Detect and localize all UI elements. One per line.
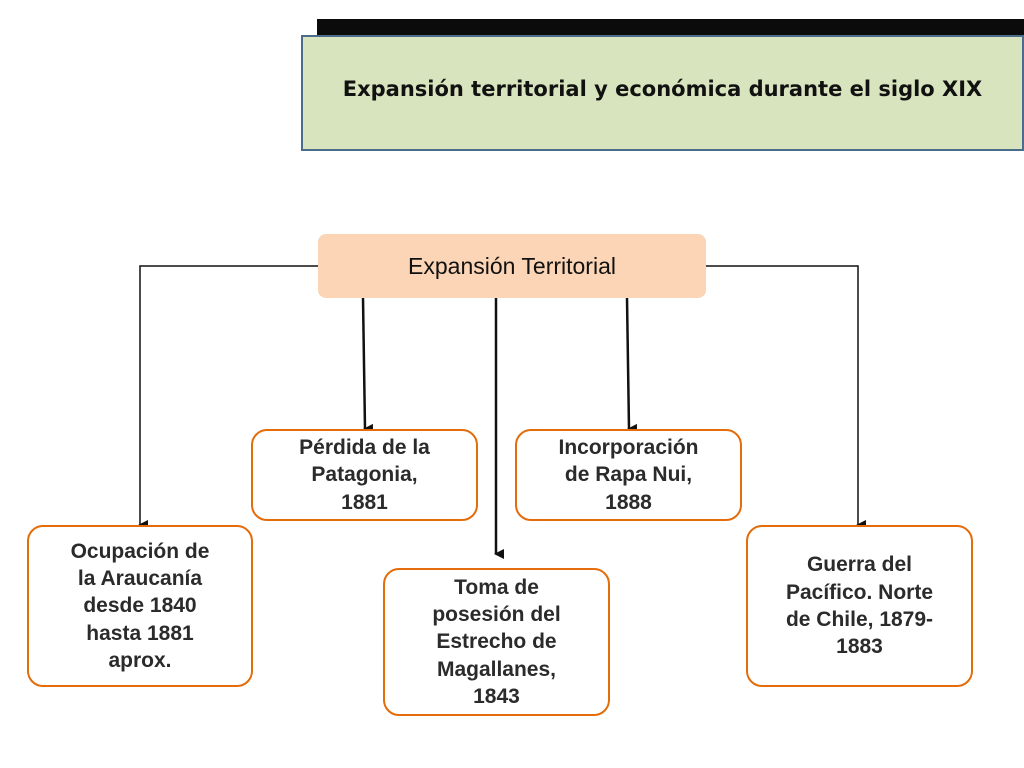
connector-araucania (138, 265, 318, 530)
root-label: Expansión Territorial (408, 252, 616, 279)
title-box: Expansión territorial y económica durant… (301, 35, 1024, 151)
connector-rapanui (625, 297, 638, 434)
root-node: Expansión Territorial (318, 234, 706, 298)
connector-patagonia (361, 297, 374, 434)
connector-pacifico (706, 265, 866, 530)
page-title: Expansión territorial y económica durant… (342, 77, 983, 101)
